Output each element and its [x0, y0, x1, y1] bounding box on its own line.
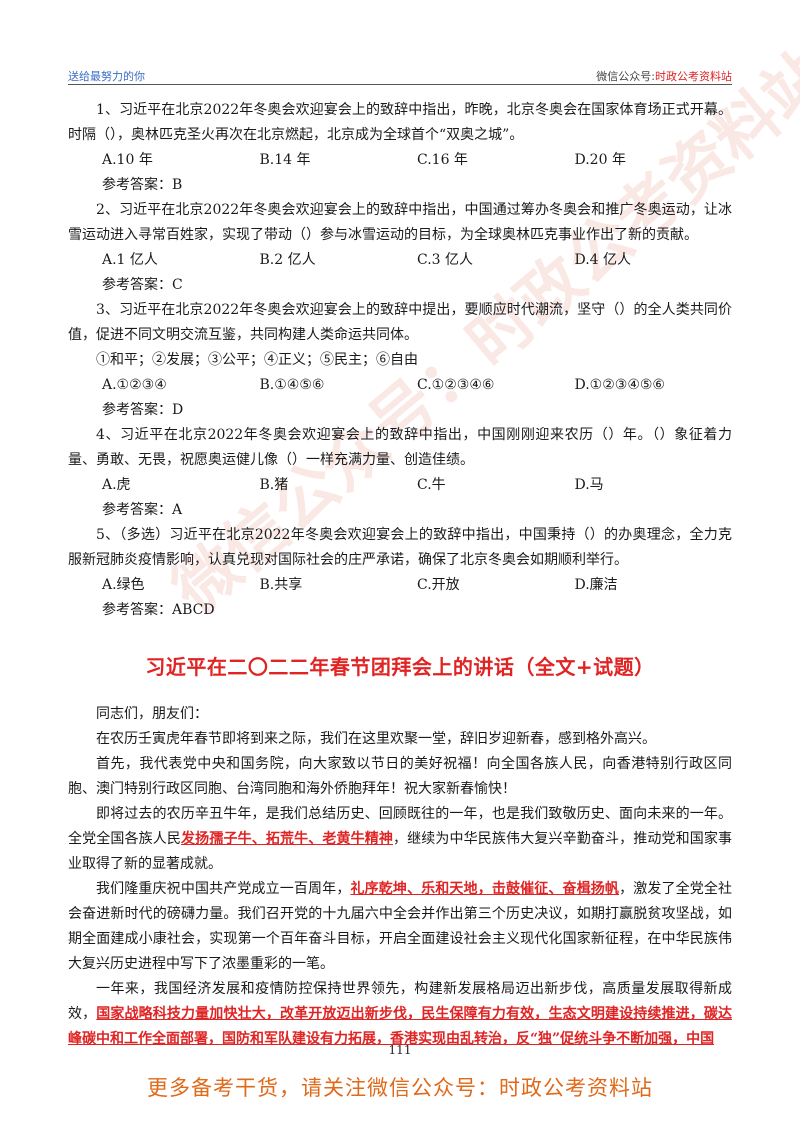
- option-a: A.10 年: [102, 152, 153, 168]
- question-stem: 3、习近平在北京2022年冬奥会欢迎宴会上的致辞中提出，要顺应时代潮流，坚守（）…: [68, 302, 732, 343]
- answer: 参考答案：B: [102, 177, 183, 193]
- question-3: 3、习近平在北京2022年冬奥会欢迎宴会上的致辞中提出，要顺应时代潮流，坚守（）…: [68, 298, 732, 423]
- options: A.绿色 B.共享 C.开放 D.廉洁: [68, 573, 732, 598]
- option-b: B.14 年: [259, 152, 311, 168]
- question-stem: 2、习近平在北京2022年冬奥会欢迎宴会上的致辞中指出，中国通过筹办冬奥会和推广…: [68, 202, 732, 243]
- question-2: 2、习近平在北京2022年冬奥会欢迎宴会上的致辞中指出，中国通过筹办冬奥会和推广…: [68, 198, 732, 298]
- answer: 参考答案：C: [102, 277, 183, 293]
- article-title: 习近平在二〇二二年春节团拜会上的讲话（全文+试题）: [145, 655, 655, 679]
- header-slogan: 送给最努力的你: [68, 70, 145, 83]
- options: A.虎 B.猪 C.牛 D.马: [68, 473, 732, 498]
- page-number: 111: [388, 1043, 412, 1057]
- header-account-name: 时政公考资料站: [655, 70, 732, 83]
- question-stem: 5、（多选）习近平在北京2022年冬奥会欢迎宴会上的致辞中指出，中国秉持（）的办…: [68, 527, 732, 568]
- answer: 参考答案：A: [102, 502, 183, 518]
- header-account: 微信公众号:时政公考资料站: [596, 68, 732, 84]
- page-content: 1、习近平在北京2022年冬奥会欢迎宴会上的致辞中指出，昨晚，北京冬奥会在国家体…: [68, 98, 732, 1052]
- option-d: D.马: [574, 477, 604, 493]
- options: A.1 亿人 B.2 亿人 C.3 亿人 D.4 亿人: [68, 248, 732, 273]
- article-paragraph: 在农历壬寅虎年春节即将到来之际，我们在这里欢聚一堂，辞旧岁迎新春，感到格外高兴。: [96, 731, 656, 747]
- option-c: C.开放: [417, 577, 460, 593]
- article-greeting: 同志们，朋友们：: [96, 706, 208, 722]
- option-c: C.牛: [417, 477, 446, 493]
- paragraph-text: 即将过去的农历辛丑牛年，是我们总结历史、回顾既往的一年，也是我们致敬历史、面向未…: [68, 806, 732, 847]
- option-c: C.3 亿人: [417, 252, 474, 268]
- article-paragraph: 一年来，我国经济发展和疫情防控保持世界领先，构建新发展格局迈出新步伐，高质量发展…: [68, 977, 732, 1052]
- article-paragraph: 即将过去的农历辛丑牛年，是我们总结历史、回顾既往的一年，也是我们致敬历史、面向未…: [68, 802, 732, 877]
- option-a: A.绿色: [102, 577, 145, 593]
- article-body: 同志们，朋友们： 在农历壬寅虎年春节即将到来之际，我们在这里欢聚一堂，辞旧岁迎新…: [68, 702, 732, 1052]
- option-d: D.4 亿人: [574, 252, 632, 268]
- option-d: D.廉洁: [574, 577, 618, 593]
- option-c: C.①②③④⑥: [417, 377, 495, 393]
- highlight-text: 国家战略科技力量加快壮大，改革开放迈出新步伐，民生保障有力有效，生态文明建设持续…: [68, 1006, 733, 1047]
- options: A.①②③④ B.①④⑤⑥ C.①②③④⑥ D.①②③④⑤⑥: [68, 373, 732, 398]
- paragraph-text: 一年来，我国经济发展和疫情防控保持世界领先，构建新发展格局迈出新步伐，高质量发展…: [68, 981, 732, 1022]
- option-b: B.共享: [259, 577, 303, 593]
- option-d: D.①②③④⑤⑥: [574, 377, 665, 393]
- paragraph-text: ，激发了全党全社会奋进新时代的磅礴力量。我们召开党的十九届六中全会并作出第三个历…: [68, 881, 733, 972]
- question-stem: 4、习近平在北京2022年冬奥会欢迎宴会上的致辞中指出，中国刚刚迎来农历（）年。…: [68, 427, 732, 468]
- question-choices-list: ①和平；②发展；③公平；④正义；⑤民主；⑥自由: [96, 352, 418, 368]
- question-5: 5、（多选）习近平在北京2022年冬奥会欢迎宴会上的致辞中指出，中国秉持（）的办…: [68, 523, 732, 623]
- options: A.10 年 B.14 年 C.16 年 D.20 年: [68, 148, 732, 173]
- option-a: A.虎: [102, 477, 131, 493]
- option-c: C.16 年: [417, 152, 468, 168]
- question-1: 1、习近平在北京2022年冬奥会欢迎宴会上的致辞中指出，昨晚，北京冬奥会在国家体…: [68, 98, 732, 198]
- answer: 参考答案：ABCD: [102, 602, 215, 618]
- page-header: 送给最努力的你 微信公众号:时政公考资料站: [68, 68, 732, 85]
- option-b: B.①④⑤⑥: [259, 377, 325, 393]
- option-d: D.20 年: [574, 152, 626, 168]
- option-a: A.①②③④: [102, 377, 167, 393]
- highlight-text: 礼序乾坤、乐和天地，击鼓催征、奋楫扬帆: [350, 881, 620, 897]
- answer: 参考答案：D: [102, 402, 184, 418]
- header-account-prefix: 微信公众号:: [596, 70, 655, 83]
- paragraph-text: 我们隆重庆祝中国共产党成立一百周年，: [96, 881, 351, 897]
- option-b: B.2 亿人: [259, 252, 316, 268]
- paragraph-text: ，继续为中华民族伟大复兴辛勤奋斗，推动党和国家事业取得了新的显著成就。: [68, 831, 733, 872]
- highlight-text: 发扬孺子牛、拓荒牛、老黄牛精神: [181, 831, 394, 847]
- article-paragraph: 首先，我代表党中央和国务院，向大家致以节日的美好祝福！向全国各族人民，向香港特别…: [68, 756, 732, 797]
- question-4: 4、习近平在北京2022年冬奥会欢迎宴会上的致辞中指出，中国刚刚迎来农历（）年。…: [68, 423, 732, 523]
- article-paragraph: 我们隆重庆祝中国共产党成立一百周年，礼序乾坤、乐和天地，击鼓催征、奋楫扬帆，激发…: [68, 877, 732, 977]
- question-stem: 1、习近平在北京2022年冬奥会欢迎宴会上的致辞中指出，昨晚，北京冬奥会在国家体…: [68, 102, 732, 143]
- option-a: A.1 亿人: [102, 252, 158, 268]
- footer-promo: 更多备考干货，请关注微信公众号：时政公考资料站: [147, 1076, 653, 1100]
- option-b: B.猪: [259, 477, 289, 493]
